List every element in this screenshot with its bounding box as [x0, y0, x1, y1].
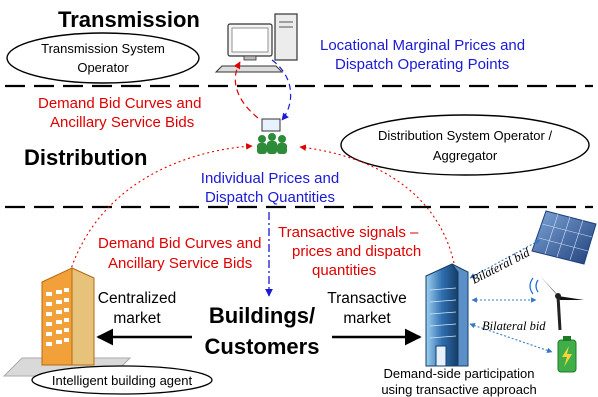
wind-turbine-icon — [529, 276, 584, 331]
demand-bid-top-line-1: Demand Bid Curves and — [38, 95, 201, 112]
dso-oval: Distribution System Operator / Aggregato… — [340, 114, 590, 176]
centralized-market-line-2: market — [113, 310, 161, 327]
computer-icon — [214, 13, 298, 73]
solar-panel-icon — [531, 210, 597, 265]
demand-bid-mid-line-2: Ancillary Service Bids — [108, 255, 252, 272]
individual-prices-line-2: Dispatch Quantities — [205, 189, 335, 206]
lmp-label-line-2: Dispatch Operating Points — [335, 56, 509, 73]
transactive-market-line-1: Transactive — [327, 290, 407, 307]
battery-icon — [557, 336, 577, 373]
bilateral-arrow-battery — [469, 322, 553, 354]
people-group-icon — [257, 118, 287, 154]
office-building-icon — [2, 267, 132, 377]
tso-line-2: Operator — [77, 60, 129, 75]
section-title-distribution: Distribution — [24, 145, 147, 170]
demand-side-line-1: Demand-side participation — [383, 366, 534, 381]
red-arc-left-building-to-people — [69, 143, 253, 273]
individual-prices-line-1: Individual Prices and — [201, 170, 339, 187]
transactive-signals-line-2: prices and dispatch — [292, 243, 421, 260]
demand-side-line-2: using transactive approach — [381, 382, 536, 397]
iba-label: Intelligent building agent — [52, 373, 193, 388]
bilateral-bid-label-1: Bilateral bid — [469, 245, 533, 287]
dso-line-1: Distribution System Operator / — [378, 128, 553, 143]
bilateral-arrow-solar — [469, 239, 541, 279]
dso-line-2: Aggregator — [433, 148, 498, 163]
red-arc-right-building-to-people — [299, 144, 456, 269]
buildings-customers-line-2: Customers — [205, 334, 320, 359]
intelligent-building-agent-oval: Intelligent building agent — [31, 365, 213, 395]
transactive-signals-line-1: Transactive signals – — [278, 224, 419, 241]
bilateral-bid-label-2: Bilateral bid — [482, 319, 546, 333]
section-title-transmission: Transmission — [58, 7, 200, 32]
lmp-label-line-1: Locational Marginal Prices and — [320, 37, 525, 54]
buildings-customers-line-1: Buildings/ — [209, 303, 315, 328]
tso-line-1: Transmission System — [41, 41, 165, 56]
demand-bid-mid-line-1: Demand Bid Curves and — [98, 235, 261, 252]
tower-building-icon — [425, 263, 469, 367]
red-arrow-up-to-computer — [233, 61, 259, 119]
transactive-signals-line-3: quantities — [312, 262, 376, 279]
tso-oval: Transmission System Operator — [6, 32, 200, 84]
transactive-market-line-2: market — [343, 310, 391, 327]
demand-bid-top-line-2: Ancillary Service Bids — [50, 114, 194, 131]
blue-arrow-down-to-people — [271, 59, 292, 121]
centralized-market-line-1: Centralized — [98, 290, 176, 307]
